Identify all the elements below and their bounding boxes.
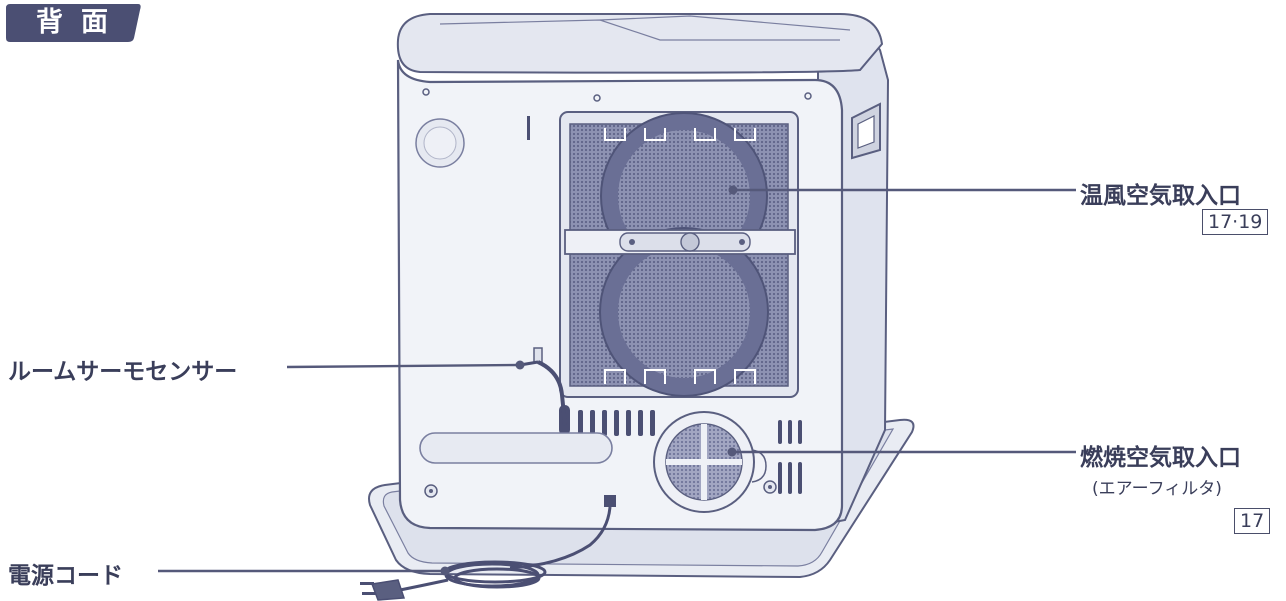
warm-air-fan-guard — [560, 112, 798, 397]
combustion-air-intake-page-ref: 17 — [1234, 508, 1270, 534]
warm-air-intake-page-ref: 17·19 — [1202, 209, 1268, 235]
combustion-air-intake-label: 燃焼空気取入口 — [1080, 438, 1241, 472]
room-thermo-sensor-label: ルームサーモセンサー — [8, 352, 237, 386]
air-filter-note: (エアーフィルタ) — [1092, 474, 1222, 499]
power-cord-label: 電源コード — [8, 556, 123, 590]
warm-air-intake-label: 温風空気取入口 — [1080, 176, 1241, 210]
